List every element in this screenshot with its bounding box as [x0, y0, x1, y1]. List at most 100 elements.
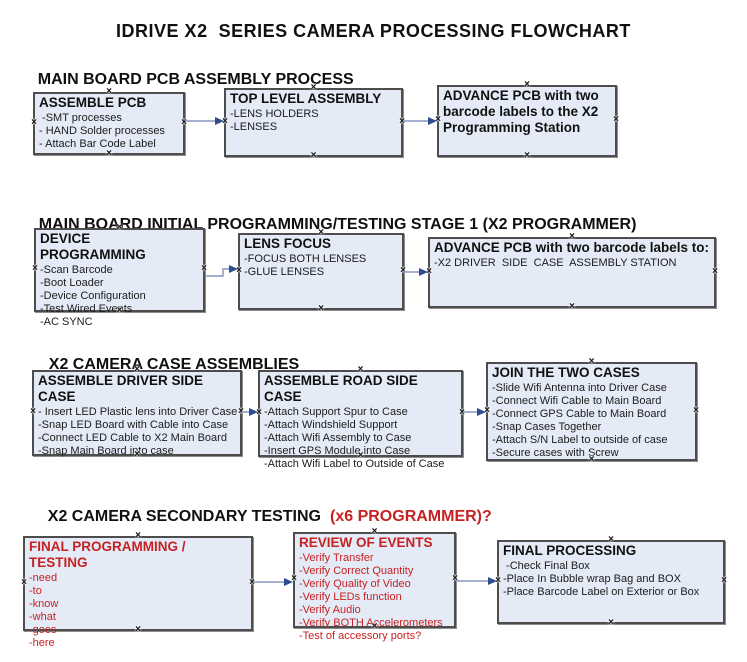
connection-point-icon: ×	[452, 573, 458, 584]
connection-point-icon: ×	[712, 265, 718, 277]
section-heading-label: MAIN BOARD PCB ASSEMBLY PROCESS	[37, 71, 354, 88]
section-heading-pcb-assembly: MAIN BOARD PCB ASSEMBLY PROCESS	[20, 53, 354, 107]
box-line: -Attach S/N Label to outside of case	[492, 434, 668, 446]
section-heading-red-label: (x6 PROGRAMMER)?	[330, 508, 492, 525]
connection-point-icon: ×	[238, 406, 244, 417]
box-line: -Place Barcode Label on Exterior or Box	[503, 586, 700, 598]
box-line: -Connect GPS Cable to Main Board	[492, 408, 667, 420]
box-line: -Verify BOTH Accelerometers	[299, 617, 443, 629]
flowbox-assemble-road-side-case[interactable]: ASSEMBLE ROAD SIDE CASE -Attach Support …	[256, 365, 465, 471]
flowbox-assemble-pcb[interactable]: ASSEMBLE PCB -SMT processes- HAND Solder…	[31, 87, 187, 159]
box-line: -GLUE LENSES	[244, 266, 325, 278]
flowbox-final-programming-testing[interactable]: FINAL PROGRAMMING / TESTING -need-to-kno…	[21, 531, 255, 650]
box-title: ASSEMBLE PCB	[39, 95, 147, 110]
box-line: -Connect Wifi Cable to Main Board	[492, 395, 662, 407]
box-line: -Verify Transfer	[299, 552, 374, 564]
page-title: IDRIVE X2 SERIES CAMERA PROCESSING FLOWC…	[116, 21, 631, 41]
box-line: -Verify Correct Quantity	[299, 565, 414, 577]
box-line: -Verify Audio	[299, 604, 361, 616]
box-line: -Secure cases with Screw	[492, 447, 619, 459]
connection-point-icon: ×	[106, 148, 112, 159]
box-title: ADVANCE PCB with two barcode labels to t…	[443, 88, 599, 135]
box-line: -Test Wired Events	[40, 303, 133, 315]
connection-point-icon: ×	[310, 150, 317, 161]
box-line: -Place In Bubble wrap Bag and BOX	[503, 573, 681, 585]
flowbox-advance-pcb-programming-station[interactable]: ADVANCE PCB with two barcode labels to t…	[435, 80, 619, 161]
flowbox-review-of-events[interactable]: REVIEW OF EVENTS -Verify Transfer-Verify…	[291, 527, 458, 643]
connection-point-icon: ×	[400, 264, 406, 276]
box-title: JOIN THE TWO CASES	[492, 365, 640, 380]
connection-point-icon: ×	[569, 301, 575, 312]
connection-point-icon: ×	[613, 114, 619, 125]
box-line: -need	[29, 572, 58, 584]
flowbox-join-the-two-cases[interactable]: JOIN THE TWO CASES -Slide Wifi Antenna i…	[484, 357, 699, 465]
section-heading-case-assemblies: X2 CAMERA CASE ASSEMBLIES	[31, 338, 299, 392]
connection-point-icon: ×	[31, 116, 37, 128]
box-line: -Test of accessory ports?	[299, 630, 422, 642]
connection-point-icon: ×	[30, 406, 36, 417]
box-line: -what	[29, 611, 56, 623]
connector-arrow	[205, 265, 238, 277]
box-line: -Scan Barcode	[40, 264, 113, 276]
connection-point-icon: ×	[426, 265, 432, 277]
connection-point-icon: ×	[318, 303, 324, 314]
flowbox-device-programming[interactable]: DEVICE PROGRAMMING -Scan Barcode-Boot Lo…	[32, 223, 207, 329]
box-line: -Slide Wifi Antenna into Driver Case	[492, 382, 667, 394]
connection-point-icon: ×	[484, 404, 490, 416]
box-title: FINAL PROGRAMMING / TESTING	[29, 539, 186, 570]
box-line: -LENS HOLDERS	[230, 108, 319, 120]
connection-point-icon: ×	[495, 575, 501, 586]
box-line: -Snap Main Board into case	[38, 445, 174, 457]
connection-point-icon: ×	[693, 404, 699, 416]
box-line: - Attach Bar Code Label	[39, 138, 156, 150]
box-title: ASSEMBLE ROAD SIDE CASE	[264, 373, 418, 404]
flowbox-final-processing[interactable]: FINAL PROCESSING -Check Final Box-Place …	[495, 535, 727, 628]
box-line: -Verify Quality of Video	[299, 578, 411, 590]
connection-point-icon: ×	[236, 264, 242, 276]
box-line: -to	[29, 585, 42, 597]
box-line: -Connect LED Cable to X2 Main Board	[38, 432, 227, 444]
box-title: FINAL PROCESSING	[503, 543, 637, 558]
box-line: -LENSES	[230, 121, 278, 133]
box-line: -Verify LEDs function	[299, 591, 402, 603]
flowbox-advance-pcb-driver-side[interactable]: ADVANCE PCB with two barcode labels to: …	[426, 232, 718, 312]
box-title: TOP LEVEL ASSEMBLY	[230, 91, 382, 106]
connection-point-icon: ×	[459, 406, 465, 418]
box-line: - Insert LED Plastic lens into Driver Ca…	[38, 406, 238, 418]
box-title: ADVANCE PCB with two barcode labels to:	[434, 240, 710, 255]
connection-point-icon: ×	[291, 573, 297, 584]
box-line: -Device Configuration	[40, 290, 146, 302]
flowbox-top-level-assembly[interactable]: TOP LEVEL ASSEMBLY -LENS HOLDERS-LENSES …	[222, 83, 405, 161]
box-title: DEVICE PROGRAMMING	[40, 231, 146, 262]
box-title: LENS FOCUS	[244, 236, 332, 251]
box-line: -AC SYNC	[40, 316, 93, 328]
box-line: -Attach Support Spur to Case	[264, 406, 408, 418]
box-lines: -FOCUS BOTH LENSES-GLUE LENSES	[244, 253, 398, 279]
box-line: -FOCUS BOTH LENSES	[244, 253, 367, 265]
box-lines: -X2 DRIVER SIDE CASE ASSEMBLY STATION	[434, 257, 710, 270]
box-line: -Attach Windshield Support	[264, 419, 398, 431]
box-line: -know	[29, 598, 59, 610]
connection-point-icon: ×	[181, 116, 187, 128]
box-line: -Attach Wifi Assembly to Case	[264, 432, 412, 444]
box-line: -Snap LED Board with Cable into Case	[38, 419, 229, 431]
box-title: ASSEMBLE DRIVER SIDE CASE	[38, 373, 204, 404]
box-line: - HAND Solder processes	[39, 125, 165, 137]
box-line: -Boot Loader	[40, 277, 104, 289]
box-lines: -LENS HOLDERS-LENSES	[230, 108, 397, 134]
connection-point-icon: ×	[201, 263, 207, 274]
flowbox-assemble-driver-side-case[interactable]: ASSEMBLE DRIVER SIDE CASE - Insert LED P…	[30, 365, 244, 460]
box-lines: - Insert LED Plastic lens into Driver Ca…	[38, 406, 238, 458]
connection-point-icon: ×	[222, 115, 228, 127]
section-heading-label: X2 CAMERA CASE ASSEMBLIES	[48, 356, 300, 373]
box-line: -SMT processes	[39, 112, 122, 124]
box-line: -Insert GPS Module into Case	[264, 445, 411, 457]
box-line: -here	[29, 637, 55, 649]
connection-point-icon: ×	[399, 115, 405, 127]
connection-point-icon: ×	[32, 263, 38, 274]
box-lines: -Scan Barcode-Boot Loader-Device Configu…	[40, 264, 199, 329]
connection-point-icon: ×	[721, 575, 727, 586]
flowbox-lens-focus[interactable]: LENS FOCUS -FOCUS BOTH LENSES-GLUE LENSE…	[236, 228, 406, 314]
connection-point-icon: ×	[435, 114, 441, 125]
section-heading-secondary-testing: X2 CAMERA SECONDARY TESTING(x6 PROGRAMME…	[30, 490, 492, 544]
